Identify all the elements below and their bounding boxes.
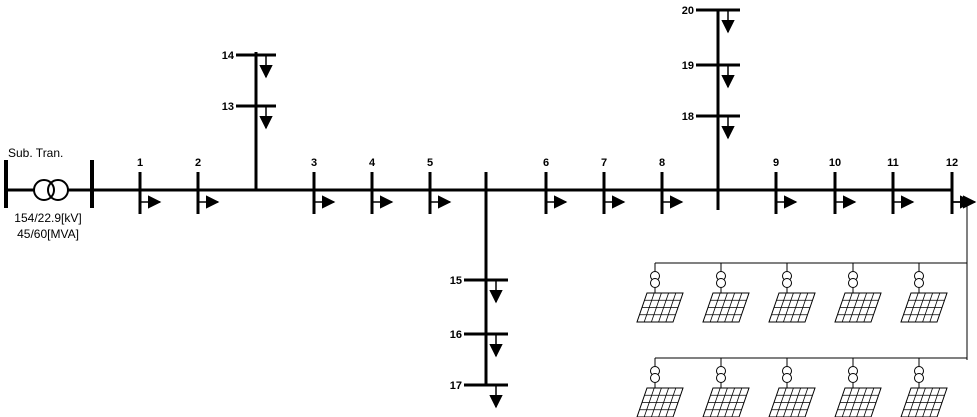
solar-panel-icon [900, 387, 948, 417]
bus-number: 16 [450, 329, 462, 341]
substation-label: Sub. Tran. [8, 146, 63, 160]
bus-number: 14 [222, 50, 235, 62]
pv-system [636, 195, 977, 417]
pv-transformer-icon [650, 366, 660, 383]
bus-15: 15 [450, 275, 508, 304]
solar-panel-icon [900, 292, 948, 323]
substation-capacity: 45/60[MVA] [17, 227, 79, 241]
bus-3: 3 [311, 157, 336, 214]
bus-19: 19 [682, 60, 740, 89]
bus-number: 5 [427, 157, 433, 169]
pv-unit [900, 358, 948, 417]
solar-panel-icon [768, 292, 816, 323]
solar-panel-icon [834, 292, 882, 323]
bus-13: 13 [222, 101, 276, 130]
bus-number: 12 [946, 157, 958, 169]
pv-unit [768, 358, 816, 417]
bus-number: 2 [195, 157, 201, 169]
bus-number: 20 [682, 5, 694, 17]
bus-number: 13 [222, 101, 234, 113]
bus-number: 18 [682, 111, 694, 123]
pv-unit [834, 358, 882, 417]
bus-number: 7 [601, 157, 607, 169]
bus-number: 17 [450, 380, 462, 392]
pv-transformer-icon [716, 366, 726, 383]
bus-number: 11 [887, 157, 899, 169]
bus-6: 6 [543, 157, 568, 214]
bus-number: 9 [773, 157, 779, 169]
branch-buses: 13 14 15 16 17 18 19 20 [222, 5, 740, 409]
pv-transformer-icon [650, 271, 660, 288]
bus-number: 4 [369, 157, 376, 169]
bus-4: 4 [369, 157, 394, 214]
pv-unit [834, 263, 882, 323]
bus-10: 10 [829, 157, 857, 214]
pv-unit [900, 263, 948, 323]
solar-panel-icon [702, 387, 750, 417]
pv-unit [702, 263, 750, 323]
bus-number: 19 [682, 60, 694, 72]
bus-number: 1 [137, 157, 143, 169]
bus-17: 17 [450, 380, 508, 409]
solar-panel-icon [834, 387, 882, 417]
bus-16: 16 [450, 329, 508, 358]
bus-11: 11 [887, 157, 915, 214]
pv-transformer-icon [782, 366, 792, 383]
pv-transformer-icon [782, 271, 792, 288]
solar-panel-icon [636, 387, 684, 417]
bus-14: 14 [222, 50, 276, 79]
bus-1: 1 [137, 157, 162, 214]
bus-number: 15 [450, 275, 462, 287]
bus-20: 20 [682, 5, 740, 34]
bus-7: 7 [601, 157, 626, 214]
pv-unit [768, 263, 816, 323]
bus-5: 5 [427, 157, 452, 214]
pv-unit [702, 358, 750, 417]
bus-9: 9 [773, 157, 798, 214]
pv-feeder-line [962, 201, 968, 360]
substation: Sub. Tran. 154/22.9[kV] 45/60[MVA] [4, 146, 94, 241]
bus-number: 3 [311, 157, 317, 169]
bus-18: 18 [682, 111, 740, 140]
bus-number: 10 [829, 157, 841, 169]
solar-panel-icon [768, 387, 816, 417]
substation-voltage: 154/22.9[kV] [14, 211, 81, 225]
pv-transformer-icon [848, 366, 858, 383]
bus-2: 2 [195, 157, 220, 214]
solar-panel-icon [702, 292, 750, 323]
pv-transformer-icon [914, 366, 924, 383]
pv-transformer-icon [716, 271, 726, 288]
solar-panel-icon [636, 292, 684, 323]
bus-8: 8 [659, 157, 684, 214]
bus-number: 6 [543, 157, 549, 169]
bus-number: 8 [659, 157, 665, 169]
pv-transformer-icon [914, 271, 924, 288]
pv-transformer-icon [848, 271, 858, 288]
pv-unit [636, 358, 684, 417]
transformer-icon [33, 179, 69, 201]
bus-12: 12 [946, 157, 974, 214]
pv-unit [636, 263, 684, 323]
